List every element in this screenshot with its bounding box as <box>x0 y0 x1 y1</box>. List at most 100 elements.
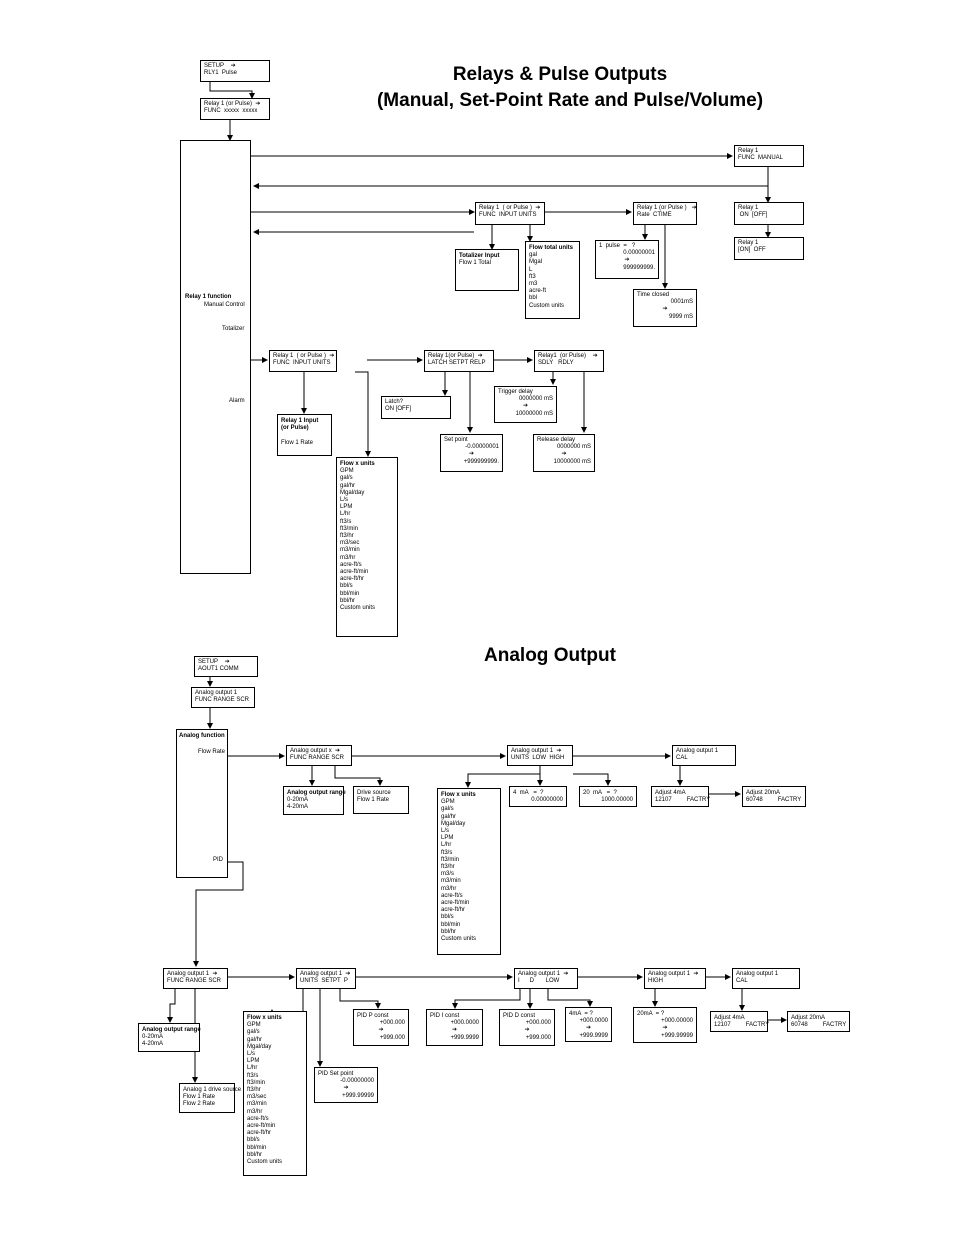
relay-manual-on-box[interactable]: Relay 1 ON [OFF] <box>734 202 804 225</box>
line: +000.0000 <box>450 1020 479 1027</box>
line: +999.99999 <box>661 1032 693 1039</box>
analog-output-x-box[interactable]: Analog output x ➔ FUNC RANGE SCR <box>286 745 352 766</box>
line: m3/hr <box>441 885 457 892</box>
line: +999.000 <box>525 1034 551 1041</box>
pid-output-range-box[interactable]: Analog output range 0-20mA 4-20mA <box>138 1023 201 1052</box>
line: SETUP ➔ <box>198 659 230 665</box>
line: m3/hr <box>247 1108 263 1115</box>
line: gal/hr <box>441 813 457 820</box>
relay-flow-x-units-box[interactable]: Flow x units GPM gal/s gal/hr Mgal/day L… <box>336 457 398 637</box>
pid-flow-x-units-box[interactable]: Flow x units GPM gal/s gal/hr Mgal/day L… <box>243 1011 307 1176</box>
line: LPM <box>441 835 454 842</box>
relay-manual-func-box[interactable]: Relay 1 FUNC MANUAL <box>734 145 804 167</box>
pid-cal-box[interactable]: Analog output 1 CAL <box>732 968 800 989</box>
line: gal/s <box>340 475 353 482</box>
pid-set-point-box[interactable]: PID Set point -0.00000000 ➔ +999.99999 <box>314 1067 378 1103</box>
line: Mgal/day <box>247 1043 272 1050</box>
relay-totalizer-func-box[interactable]: Relay 1 ( or Pulse ) ➔ FUNC INPUT UNITS <box>475 202 545 225</box>
pid-i-d-low-box[interactable]: Analog output 1 ➔ I D LOW <box>514 968 578 989</box>
totalizer-input-box[interactable]: Totalizer Input Flow 1 Total <box>455 249 519 291</box>
line: PID P const <box>357 1013 389 1019</box>
pid-units-setpt-box[interactable]: Analog output 1 ➔ UNITS SETPT P <box>296 968 356 989</box>
line: Custom units <box>340 605 376 612</box>
line: Analog output 1 ➔ <box>511 748 562 754</box>
line: Analog output x ➔ <box>290 748 341 754</box>
release-delay-box[interactable]: Release delay 0000000 mS ➔ 10000000 mS <box>533 434 595 472</box>
time-closed-box[interactable]: Time closed 0001mS ➔ 9999 mS <box>633 289 697 327</box>
adjust-20ma-box[interactable]: Adjust 20mA 60748 FACTRY <box>742 786 806 807</box>
pid-func-range-box[interactable]: Analog output 1 ➔ FUNC RANGE SCR <box>163 968 228 989</box>
pid-4ma-box[interactable]: 4mA = ? +000.0000 ➔ +999.9999 <box>565 1007 612 1042</box>
relay-alarm-func-box[interactable]: Relay 1 ( or Pulse ) ➔ FUNC INPUT UNITS <box>269 350 337 372</box>
line: Analog output 1 ➔ <box>300 971 351 977</box>
latch-box[interactable]: Latch? ON [OFF] <box>381 396 451 419</box>
line: 0-20mA <box>287 797 309 804</box>
relay-sdly-rdly-box[interactable]: Relay1 (or Pulse) ➔ SDLY RDLY <box>534 350 604 372</box>
line: +999.9999 <box>579 1032 608 1039</box>
line: 0001mS <box>670 299 693 306</box>
line: FUNC MANUAL <box>738 155 784 162</box>
adjust-4ma-box[interactable]: Adjust 4mA 12107 FACTRY <box>651 786 711 807</box>
line: LPM <box>340 504 353 511</box>
pulse-equals-box[interactable]: 1 pulse = ? 0.00000001 ➔ 999999999. <box>595 240 659 279</box>
line: 1000.00000 <box>601 797 633 804</box>
relay-rate-ctime-box[interactable]: Relay 1 (or Pulse ) ➔ Rate CTIME <box>633 202 697 225</box>
line: 0-20mA <box>142 1034 164 1041</box>
line: Relay 1(or Pulse) ➔ <box>428 353 483 359</box>
line: 12107 FACTRY <box>655 797 711 804</box>
line: Adjust 4mA <box>714 1015 745 1021</box>
relays-title-line2: (Manual, Set-Point Rate and Pulse/Volume… <box>376 90 764 111</box>
analog-function-flow-rate: Flow Rate <box>198 749 226 755</box>
line: ft3/hr <box>247 1087 261 1094</box>
line: HIGH <box>648 978 663 985</box>
analog-setup-box[interactable]: SETUP ➔ AOUT1 COMM <box>194 656 258 677</box>
analog-output-range-box[interactable]: Analog output range 0-20mA 4-20mA <box>283 786 346 815</box>
relay-input-box[interactable]: Relay 1 Input (or Pulse) Flow 1 Rate <box>277 414 332 456</box>
line: GPM <box>247 1022 261 1029</box>
flow-total-units-box[interactable]: Flow total units gal Mgal L ft3 m3 acre-… <box>525 241 580 319</box>
pid-p-const-box[interactable]: PID P const +000.000 ➔ +999.000 <box>353 1009 409 1046</box>
line: Flow x units <box>441 792 476 798</box>
pid-20ma-box[interactable]: 20mA = ? +000.00000 ➔ +999.99999 <box>633 1007 697 1043</box>
line: PID D const <box>503 1013 536 1019</box>
analog-20ma-box[interactable]: 20 mA = ? 1000.00000 <box>579 786 637 807</box>
set-point-box[interactable]: Set point -0.00000001 ➔ +999999999. <box>440 434 503 472</box>
pid-i-const-box[interactable]: PID I const +000.0000 ➔ +999.9999 <box>426 1009 483 1046</box>
trigger-delay-box[interactable]: Trigger delay 0000000 mS ➔ 10000000 mS <box>494 386 557 423</box>
line: Flow 1 Rate <box>357 797 390 804</box>
relay-func-box[interactable]: Relay 1 (or Pulse) ➔ FUNC xxxxx xxxxx <box>200 98 270 120</box>
relay-manual-off-box[interactable]: Relay 1 [ON] OFF <box>734 237 804 260</box>
line: ft3/min <box>340 525 359 532</box>
down-arrow-icon: ➔ <box>451 1027 458 1034</box>
line: acre-ft/s <box>247 1115 269 1122</box>
pid-drive-source-box[interactable]: Analog 1 drive source Flow 1 Rate Flow 2… <box>179 1083 241 1113</box>
line: UNITS SETPT P <box>300 978 348 985</box>
line: L/s <box>441 828 450 835</box>
drive-source-box[interactable]: Drive source Flow 1 Rate <box>353 786 409 814</box>
pid-d-const-box[interactable]: PID D const +000.000 ➔ +999.000 <box>499 1009 555 1046</box>
analog-flow-x-units-box[interactable]: Flow x units GPM gal/s gal/hr Mgal/day L… <box>437 788 501 955</box>
line: acre-ft <box>529 288 547 295</box>
pid-adjust-20ma-box[interactable]: Adjust 20mA 60748 FACTRY <box>787 1011 850 1032</box>
line: Release delay <box>537 437 576 443</box>
down-arrow-icon: ➔ <box>468 451 475 458</box>
line: GPM <box>340 468 354 475</box>
line: +000.00000 <box>661 1018 693 1025</box>
analog-units-low-high-box[interactable]: Analog output 1 ➔ UNITS LOW HIGH <box>507 745 573 766</box>
analog-4ma-box[interactable]: 4 mA = ? 0.00000000 <box>509 786 567 807</box>
down-arrow-icon: ➔ <box>343 1085 349 1092</box>
pid-high-box[interactable]: Analog output 1 ➔ HIGH <box>644 968 706 989</box>
analog-func-range-box[interactable]: Analog output 1 FUNC RANGE SCR <box>191 687 255 708</box>
pid-adjust-4ma-box[interactable]: Adjust 4mA 12107 FACTRY <box>710 1011 770 1032</box>
relay-function-title: Relay 1 function <box>185 294 232 300</box>
line: +000.000 <box>525 1020 551 1027</box>
line: +999.99999 <box>342 1092 374 1099</box>
line: 60748 FACTRY <box>791 1022 847 1029</box>
relay-latch-setpt-box[interactable]: Relay 1(or Pulse) ➔ LATCH SETPT RELP <box>424 350 494 372</box>
analog-cal-box[interactable]: Analog output 1 CAL <box>672 745 736 766</box>
relay-setup-box[interactable]: SETUP ➔ RLY1 Pulse <box>200 60 270 82</box>
relay-function-panel <box>180 140 251 574</box>
line: 12107 FACTRY <box>714 1022 770 1029</box>
line: LATCH SETPT RELP <box>428 360 486 367</box>
line: Custom units <box>247 1159 283 1166</box>
